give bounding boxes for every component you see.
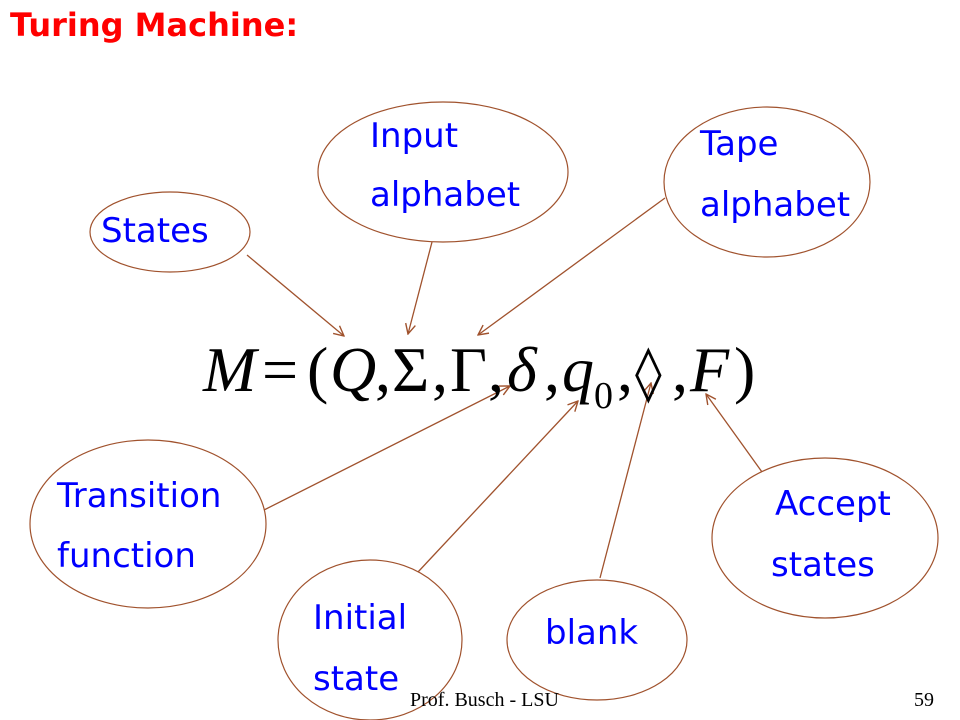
formula-equals: = (262, 334, 298, 405)
formula-blank-symbol: ◊ (635, 341, 662, 404)
formula-comma-6: , (672, 334, 688, 405)
accept-states-label-line2: states (771, 545, 875, 585)
accept-states-arrow (706, 394, 763, 473)
transition-function-label-line2: function (57, 536, 196, 576)
transition-function-arrow (263, 386, 510, 511)
tape-alphabet-label-line2: alphabet (700, 185, 851, 225)
formula-comma-1: , (375, 334, 391, 405)
transition-function-ellipse (29, 439, 267, 609)
formula-close-paren: ) (734, 334, 755, 405)
states-ellipse (89, 191, 251, 273)
blank-label: blank (545, 613, 639, 653)
page-number: 59 (914, 689, 934, 711)
states-arrow (246, 254, 344, 336)
input-alphabet-label-line1: Input (370, 116, 459, 156)
blank-arrow (599, 383, 651, 579)
input-alphabet-label-line2: alphabet (370, 175, 521, 215)
accept-states-label-line1: Accept (775, 484, 891, 524)
footer-author: Prof. Busch - LSU (410, 689, 559, 711)
slide-title: Turing Machine: (10, 6, 299, 44)
blank-ellipse (506, 579, 688, 701)
formula-Sigma: Σ (392, 334, 429, 405)
input-alphabet-arrow (408, 241, 433, 334)
tape-alphabet-label-line1: Tape (700, 124, 779, 164)
formula-comma-4: , (544, 334, 560, 405)
formula-Q: Q (330, 334, 376, 405)
formula-q-subscript: 0 (594, 375, 613, 417)
tape-alphabet-arrow (478, 197, 666, 335)
formula-comma-5: , (617, 334, 633, 405)
initial-state-label-line2: state (313, 659, 400, 699)
formula-Gamma: Γ (450, 334, 487, 405)
transition-function-label-line1: Transition (57, 476, 222, 516)
initial-state-ellipse (277, 559, 463, 720)
initial-state-label-line1: Initial (313, 598, 408, 638)
formula-q: q (562, 334, 594, 405)
tape-alphabet-ellipse (663, 106, 871, 258)
formula-comma-3: , (488, 334, 504, 405)
formula-open-paren: ( (307, 334, 328, 405)
formula-M: M (202, 334, 260, 405)
formula-F: F (689, 334, 730, 405)
tuple-formula: M = ( Q , Σ , Γ , δ , q 0 , ◊ , F ) (202, 334, 755, 417)
input-alphabet-ellipse (317, 101, 569, 243)
accept-states-ellipse (711, 457, 939, 619)
formula-comma-2: , (432, 334, 448, 405)
formula-delta: δ (507, 334, 538, 405)
states-label: States (101, 211, 209, 251)
initial-state-arrow (417, 401, 578, 573)
